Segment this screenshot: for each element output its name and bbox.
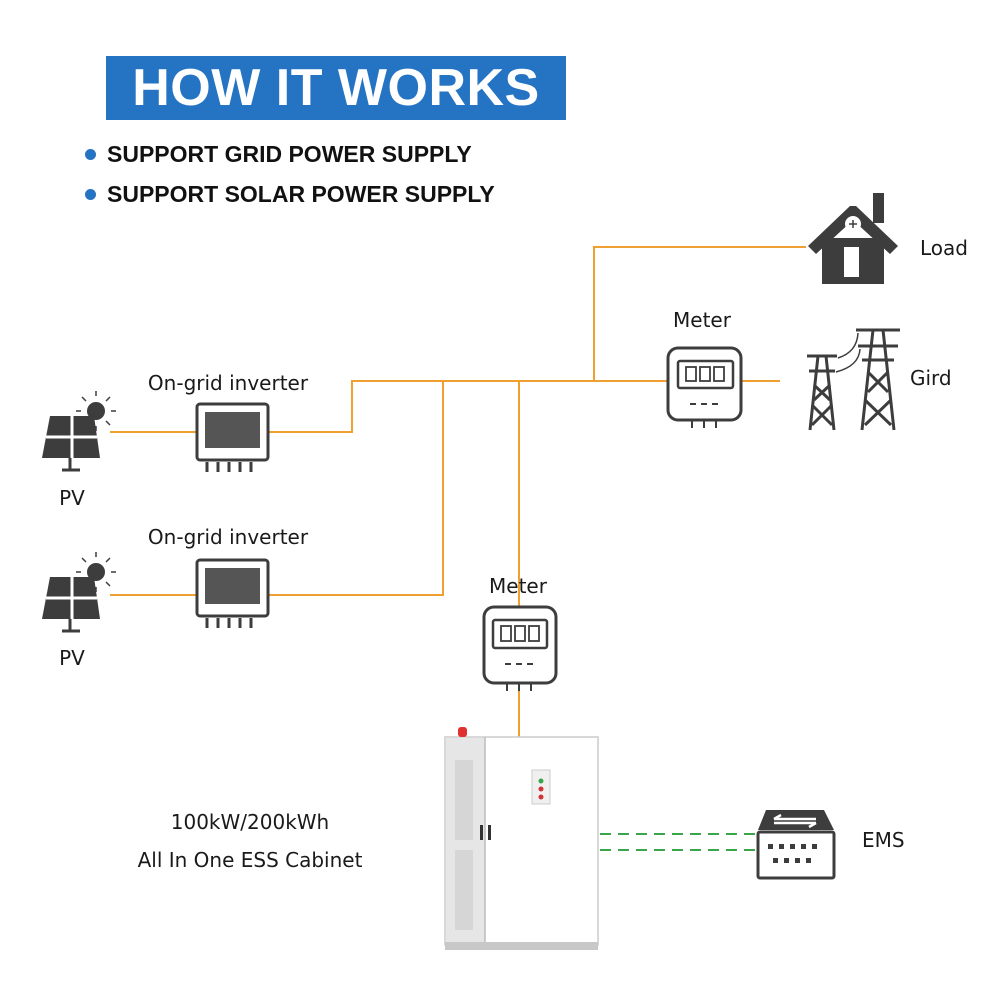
line-bus-load xyxy=(593,246,806,381)
cabinet-capacity-label: 100kW/200kWh xyxy=(170,810,330,834)
feature-item-grid: SUPPORT GRID POWER SUPPLY xyxy=(82,140,495,180)
title-banner: HOW IT WORKS xyxy=(106,56,566,120)
pv-1-label: PV xyxy=(59,486,85,510)
line-inverter2-bus xyxy=(268,381,444,596)
meter-top-label: Meter xyxy=(673,308,731,332)
power-lines xyxy=(110,246,806,737)
inverter-icon xyxy=(195,402,270,472)
ems-label: EMS xyxy=(862,828,905,852)
ess-cabinet-icon xyxy=(444,727,599,950)
inverter-2-label: On-grid inverter xyxy=(147,525,309,549)
feature-text: SUPPORT GRID POWER SUPPLY xyxy=(107,141,472,167)
bullet-dot-icon xyxy=(85,149,96,160)
transmission-tower-icon xyxy=(807,328,900,431)
solar-panel-icon xyxy=(42,552,116,633)
solar-panel-icon xyxy=(42,391,116,472)
meter-bottom-label: Meter xyxy=(489,574,547,598)
ems-icon xyxy=(756,810,836,880)
feature-list: SUPPORT GRID POWER SUPPLY SUPPORT SOLAR … xyxy=(82,140,495,220)
feature-item-solar: SUPPORT SOLAR POWER SUPPLY xyxy=(82,180,495,220)
grid-label: Gird xyxy=(910,366,952,390)
cabinet-name-label: All In One ESS Cabinet xyxy=(137,848,363,872)
line-inverter1-bus xyxy=(268,380,668,433)
house-icon xyxy=(808,193,898,284)
inverter-icon xyxy=(195,558,270,628)
comm-lines xyxy=(600,833,760,851)
feature-text: SUPPORT SOLAR POWER SUPPLY xyxy=(107,181,495,207)
meter-icon xyxy=(482,605,558,691)
load-label: Load xyxy=(920,236,968,260)
bullet-dot-icon xyxy=(85,189,96,200)
inverter-1-label: On-grid inverter xyxy=(147,371,309,395)
meter-icon xyxy=(666,346,743,428)
pv-2-label: PV xyxy=(59,646,85,670)
